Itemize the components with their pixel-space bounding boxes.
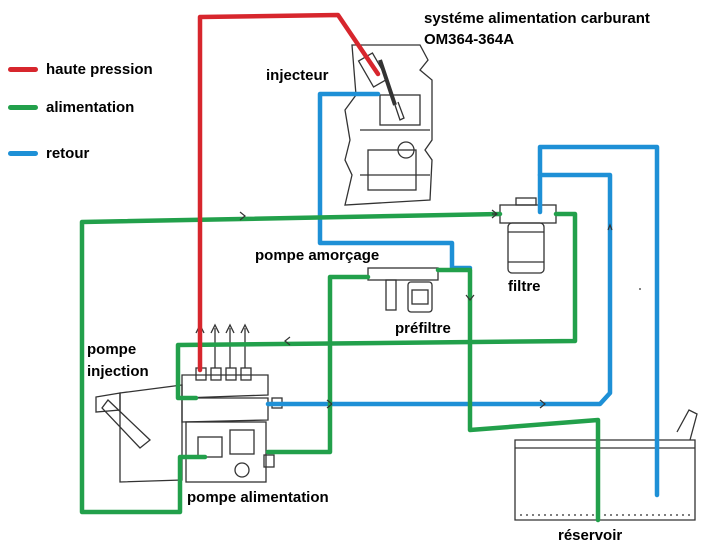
legend-label: alimentation [46, 98, 135, 116]
legend-item-retour: retour [8, 143, 89, 163]
label-reservoir: réservoir [558, 527, 623, 544]
legend-item-alimentation: alimentation [8, 97, 134, 117]
label-filtre: filtre [508, 278, 541, 295]
red-line-swatch-icon [8, 66, 38, 72]
priming-pump-drawing [367, 267, 439, 313]
label-injecteur: injecteur [266, 67, 329, 84]
label-pompe-injection-line-1: pompe [87, 341, 137, 358]
blue-line-swatch-icon [8, 150, 38, 156]
label-pompe-alimentation: pompe alimentation [187, 489, 329, 506]
green-line-swatch-icon [8, 104, 38, 110]
diagram-title: systéme alimentation carburant OM364-364… [424, 8, 650, 50]
engine-head-drawing [344, 44, 433, 206]
legend-item-haute-pression: haute pression [8, 59, 153, 79]
label-prefiltre: préfiltre [395, 320, 451, 337]
filter-drawing [499, 197, 557, 274]
legend-label: haute pression [46, 60, 153, 78]
label-pompe-amorcage: pompe amorçage [255, 247, 380, 264]
high-pressure-lines [197, 12, 381, 373]
flow-arrows [239, 209, 641, 409]
legend-label: retour [46, 144, 90, 162]
injection-pump-drawing [95, 367, 283, 483]
label-pompe-injection-line-2: injection [87, 363, 149, 380]
title-line-1: systéme alimentation carburant [424, 10, 650, 27]
title-line-2: OM364-364A [424, 31, 515, 48]
reservoir-drawing [514, 409, 698, 521]
supply-lines [79, 211, 601, 523]
